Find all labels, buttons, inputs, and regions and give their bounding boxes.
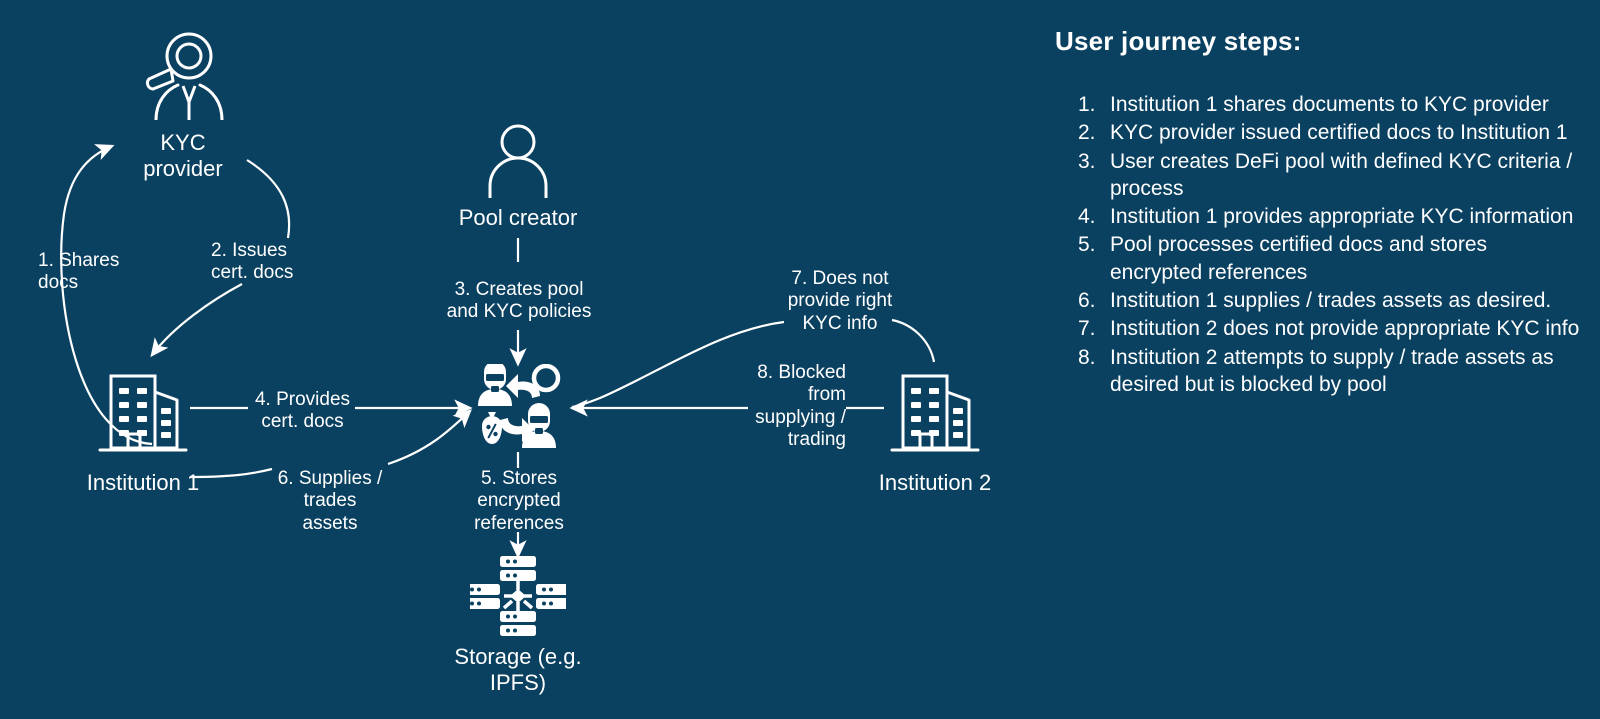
step-text: Institution 2 does not provide appropria… xyxy=(1110,317,1580,341)
step-number: 5. xyxy=(1078,233,1096,257)
list-item: 2. KYC provider issued certified docs to… xyxy=(1052,119,1582,146)
edge-label-8-blocked-from-supplying: 8. Blocked from supplying / trading xyxy=(755,362,846,451)
node-label-institution-2: Institution 2 xyxy=(878,470,992,495)
office-building-icon xyxy=(890,374,980,452)
steps-list: 1. Institution 1 shares documents to KYC… xyxy=(1052,91,1582,398)
edge-label-7-does-not-provide-kyc: 7. Does not provide right KYC info xyxy=(787,268,893,334)
list-item: 7. Institution 2 does not provide approp… xyxy=(1052,315,1582,342)
step-number: 7. xyxy=(1078,317,1096,341)
person-with-magnifier-icon xyxy=(145,32,224,120)
step-number: 3. xyxy=(1078,149,1096,173)
step-number: 2. xyxy=(1078,121,1096,145)
step-number: 1. xyxy=(1078,93,1096,116)
person-icon xyxy=(488,124,548,198)
step-text: Pool processes certified docs and stores… xyxy=(1110,233,1488,284)
edge-label-5-stores-encrypted-refs: 5. Stores encrypted references xyxy=(474,468,564,534)
node-label-pool-creator: Pool creator xyxy=(458,205,578,230)
edge-label-3-creates-pool: 3. Creates pool and KYC policies xyxy=(446,279,592,323)
node-label-kyc-provider: KYC provider xyxy=(143,130,223,181)
step-text: Institution 1 provides appropriate KYC i… xyxy=(1110,205,1574,229)
user-journey-steps-panel: User journey steps: 1. Institution 1 sha… xyxy=(1052,26,1582,399)
node-label-institution-1: Institution 1 xyxy=(86,470,200,495)
edge-label-2-issues-cert-docs: 2. Issues cert. docs xyxy=(211,240,294,284)
office-building-icon xyxy=(98,374,188,452)
edge-label-6-supplies-trades-assets: 6. Supplies / trades assets xyxy=(277,468,383,534)
step-text: KYC provider issued certified docs to In… xyxy=(1110,121,1568,145)
step-number: 4. xyxy=(1078,205,1096,229)
step-number: 6. xyxy=(1078,289,1096,313)
node-label-storage: Storage (e.g. IPFS) xyxy=(454,644,582,695)
list-item: 5. Pool processes certified docs and sto… xyxy=(1052,231,1582,286)
defi-pool-exchange-icon xyxy=(478,364,561,448)
step-text: Institution 2 attempts to supply / trade… xyxy=(1110,345,1554,396)
steps-panel-title: User journey steps: xyxy=(1055,26,1302,56)
edge-6-path-tail xyxy=(387,409,472,466)
step-text: User creates DeFi pool with defined KYC … xyxy=(1110,149,1573,200)
step-number: 8. xyxy=(1078,345,1096,369)
step-text: Institution 1 supplies / trades assets a… xyxy=(1110,289,1552,313)
list-item: 1. Institution 1 shares documents to KYC… xyxy=(1052,91,1582,118)
list-item: 4. Institution 1 provides appropriate KY… xyxy=(1052,203,1582,230)
distributed-storage-icon xyxy=(470,556,566,636)
edge-label-4-provides-cert-docs: 4. Provides cert. docs xyxy=(254,389,351,433)
step-text: Institution 1 shares documents to KYC pr… xyxy=(1110,93,1549,116)
list-item: 6. Institution 1 supplies / trades asset… xyxy=(1052,287,1582,314)
list-item: 3. User creates DeFi pool with defined K… xyxy=(1052,148,1582,203)
list-item: 8. Institution 2 attempts to supply / tr… xyxy=(1052,344,1582,399)
edge-label-1-shares-docs: 1. Shares docs xyxy=(38,250,120,294)
